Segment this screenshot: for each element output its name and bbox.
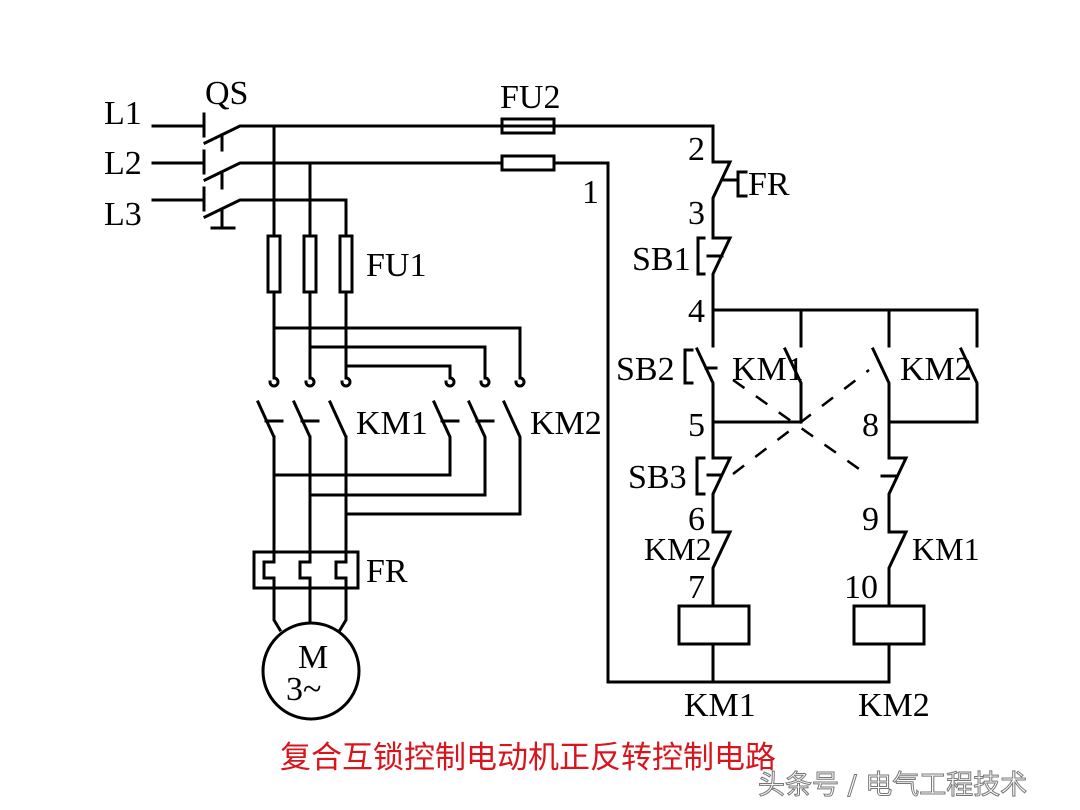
return-wire <box>711 642 891 684</box>
phase-drops <box>272 124 348 238</box>
fuse-fu1-2 <box>302 234 318 294</box>
km2-interlock-label: KM2 <box>644 531 712 567</box>
line-l3-in <box>151 186 206 212</box>
km1-main-label: KM1 <box>356 405 428 442</box>
node-6: 6 <box>688 501 705 538</box>
qs-blade-1 <box>202 124 602 152</box>
motor-leads <box>272 586 348 633</box>
power-circuit: L1 L2 L3 QS FU1 KM1 <box>104 75 602 721</box>
node-8: 8 <box>862 407 879 444</box>
km2-hold-label: KM2 <box>900 351 972 388</box>
fu2-label: FU2 <box>500 79 560 116</box>
node-7: 7 <box>688 569 705 606</box>
phase-label-l2: L2 <box>104 145 142 182</box>
coil-km1-label: KM1 <box>684 687 756 724</box>
line-l2-in <box>151 149 206 175</box>
sb1-label: SB1 <box>632 241 691 278</box>
km2-feed-l1 <box>272 326 522 380</box>
coil-km2 <box>852 604 926 646</box>
km2-main-label: KM2 <box>530 405 602 442</box>
fuse-fu1-1 <box>266 234 282 294</box>
wire-node1 <box>552 161 715 684</box>
coil-km2-label: KM2 <box>858 687 930 724</box>
fr-box <box>252 550 360 590</box>
sb3-nc-contact <box>711 420 733 532</box>
fuse-outputs <box>272 290 348 380</box>
bus-node4 <box>711 308 979 348</box>
km2-interlock-contact <box>711 528 733 608</box>
fr-elements <box>262 550 348 590</box>
sb2-button-mark <box>683 348 718 385</box>
node-1: 1 <box>582 174 599 211</box>
interlock-dash-1 <box>732 369 870 475</box>
phase-label-l1: L1 <box>104 95 142 132</box>
watermark: 头条号 / 电气工程技术 <box>758 770 1027 801</box>
sb2-label: SB2 <box>616 351 675 388</box>
fuse-fu1-3 <box>338 234 354 294</box>
node-10: 10 <box>844 569 878 606</box>
main-switch-label: QS <box>205 75 248 112</box>
fuse-fu2-2 <box>500 154 556 172</box>
km2-feed-l2 <box>308 345 487 380</box>
sb1-button-mark <box>696 236 724 276</box>
sb3-label: SB3 <box>628 459 687 496</box>
km1-interlock-label: KM1 <box>912 531 980 567</box>
diagram-title: 复合互锁控制电动机正反转控制电路 <box>280 740 776 776</box>
sb3-no-contact <box>871 347 891 424</box>
qs-blade-2 <box>202 161 502 190</box>
km1-hold-contact <box>711 347 803 424</box>
fu1-label: FU1 <box>366 247 426 284</box>
km2-hold-contact <box>887 347 979 424</box>
km2-contacts <box>432 376 526 516</box>
to-fr-lines <box>272 435 348 554</box>
wire-node2 <box>552 124 715 164</box>
line-l1-in <box>151 112 206 138</box>
coil-km1 <box>677 604 751 646</box>
motor-symbol <box>261 621 361 721</box>
sb1-contact <box>711 236 733 314</box>
control-circuit: FU2 1 2 FR 3 SB1 4 SB2 KM1 5 KM2 8 SB3 <box>500 79 980 724</box>
km1-contacts <box>256 376 352 477</box>
node-2: 2 <box>688 131 705 168</box>
node-9: 9 <box>862 501 879 538</box>
sb2-nc-contact-right <box>887 420 909 532</box>
km1-interlock-contact <box>887 528 909 608</box>
motor-phase-label: 3~ <box>286 671 321 708</box>
fr-main-label: FR <box>366 553 408 590</box>
node-5: 5 <box>688 407 705 444</box>
sb3-button-mark <box>695 456 722 496</box>
fr-thermal-mark <box>720 170 748 198</box>
node-3: 3 <box>688 195 705 232</box>
phase-label-l3: L3 <box>104 196 142 233</box>
motor-label: M <box>298 639 328 676</box>
km1-hold-label: KM1 <box>732 351 804 388</box>
km2-feed-l3 <box>344 364 452 380</box>
fr-nc-contact <box>711 160 733 240</box>
sb2-contact <box>695 347 715 424</box>
node-4: 4 <box>688 293 705 330</box>
fr-control-label: FR <box>748 166 790 203</box>
